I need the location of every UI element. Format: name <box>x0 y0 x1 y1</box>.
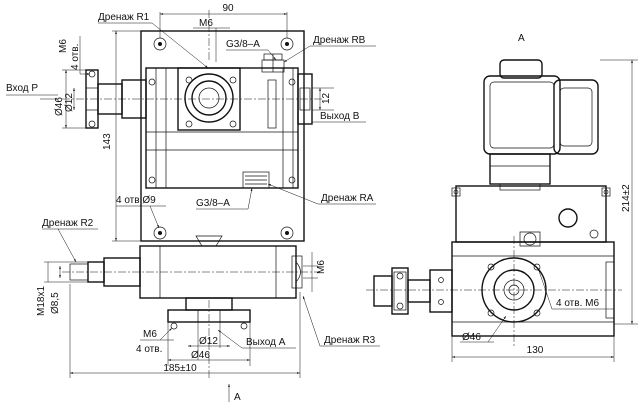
outlet-a-diameters: Ø12 Ø46 <box>167 322 251 366</box>
thread-g38-top-text: G3/8–A <box>226 39 260 50</box>
dia-46-side-callout: Ø46 <box>460 315 507 343</box>
dia-12-vertical-text: Ø12 <box>64 93 75 112</box>
m6-top-callout: M6 <box>193 18 230 62</box>
lower-cylinder <box>69 235 303 299</box>
drain-r1-text: Дренаж R1 <box>98 12 150 23</box>
outlet-a-callout: Выход A <box>217 329 296 349</box>
upper-body-block <box>451 185 611 247</box>
drain-rb-text: Дренаж RB <box>313 35 366 46</box>
dim-12-right: 12 <box>312 87 334 111</box>
dim-130-text: 130 <box>527 345 544 356</box>
thread-g38-bottom-text: G3/8–A <box>196 198 230 209</box>
thread-top-callout: G3/8–A <box>226 39 277 61</box>
dim-143: 143 <box>102 30 141 242</box>
side-view-a: A <box>366 33 638 362</box>
outlet-a-text: Выход A <box>246 337 286 348</box>
dim-12-vertical-text: 12 <box>321 92 332 104</box>
thread-bottom-callout: G3/8–A <box>196 187 253 210</box>
r2-diameters: M18x1 Ø8,5 <box>36 261 88 316</box>
dim-214-text: 214±2 <box>621 184 632 212</box>
dia-8-5-text: Ø8,5 <box>50 292 61 314</box>
dim-130: 130 <box>451 336 615 362</box>
inlet-p-text: Вход P <box>6 83 38 94</box>
m6-right-text: M6 <box>316 260 327 274</box>
m6-left-callout: M6 4 отв. <box>58 36 90 75</box>
drain-r3-text: Дренаж R3 <box>324 335 376 346</box>
four-holes-dia9-callout: 4 отв.Ø9 <box>116 195 166 229</box>
dia-46-vertical-text: Ø46 <box>54 97 65 116</box>
inlet-p-callout: Вход P <box>6 83 58 100</box>
drain-rb-callout: Дренаж RB <box>283 35 376 63</box>
view-a-title: A <box>518 33 525 44</box>
dia-46-bottom-text: Ø46 <box>191 350 210 361</box>
dim-214: 214±2 <box>600 59 638 325</box>
outlet-b-text: Выход B <box>320 111 360 122</box>
four-holes-dia9-text: 4 отв.Ø9 <box>116 195 156 206</box>
outlet-b-callout: Выход B <box>311 111 366 123</box>
four-holes-m6-callout: 4 отв. M6 <box>537 267 614 310</box>
dia-46-side-text: Ø46 <box>462 332 481 343</box>
m18x1-text: M18x1 <box>36 286 47 316</box>
m6-top-text: M6 <box>199 18 213 29</box>
m6-right-callout: M6 <box>303 252 327 292</box>
m6-bottom-text: M6 <box>143 329 157 340</box>
drain-r2-text: Дренаж R2 <box>42 218 94 229</box>
base-block <box>451 241 615 337</box>
dim-143-text: 143 <box>102 133 113 150</box>
mounting-plate <box>140 30 305 242</box>
inlet-diameters: Ø46 Ø12 <box>54 69 86 129</box>
drain-r3-callout: Дренаж R3 <box>302 295 380 347</box>
drain-ra-callout: Дренаж RA <box>267 183 376 205</box>
view-arrow-a: A <box>228 384 241 403</box>
drain-ra-text: Дренаж RA <box>321 193 374 204</box>
dim-90: 90 <box>159 3 288 38</box>
four-holes-bottom-text: 4 отв. <box>136 344 162 355</box>
drain-r2-callout: Дренаж R2 <box>42 218 98 263</box>
bottom-port <box>242 171 270 189</box>
dia-12-bottom-text: Ø12 <box>199 336 218 347</box>
dim-185-text: 185±10 <box>163 363 197 374</box>
m6-bottom-callout: M6 4 отв. <box>136 327 174 355</box>
outlet-b-flange <box>297 73 313 125</box>
front-view: 90 M6 Дренаж R1 G3/8–A Дренаж RB M <box>6 3 380 403</box>
arrow-a-text: A <box>234 392 241 403</box>
four-holes-vertical-text: 4 отв. <box>70 44 81 70</box>
left-fitting <box>373 267 453 315</box>
solenoid-coil <box>483 59 599 191</box>
body-bolts <box>148 76 296 184</box>
plate-mount-holes <box>153 37 294 240</box>
dim-90-text: 90 <box>222 3 234 14</box>
top-port <box>261 53 285 73</box>
m6-vertical-text: M6 <box>58 39 69 53</box>
four-holes-m6-text: 4 отв. M6 <box>556 298 599 309</box>
dim-185: 185±10 <box>69 284 301 378</box>
drain-r1-callout: Дренаж R1 <box>98 12 209 69</box>
